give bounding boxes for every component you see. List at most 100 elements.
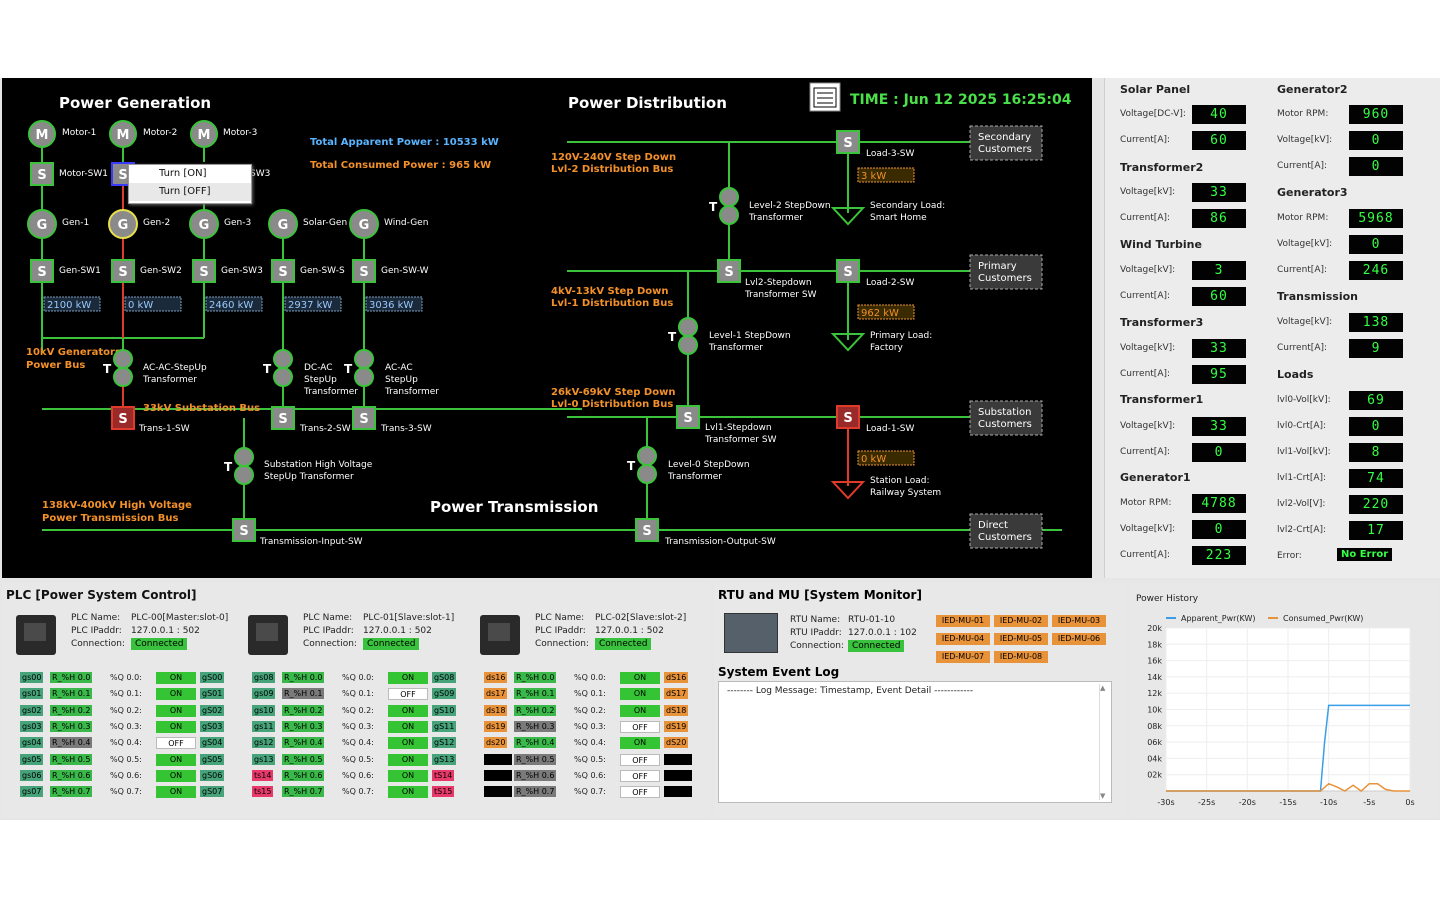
output-toggle[interactable]: ON xyxy=(156,704,196,717)
output-toggle[interactable]: ON xyxy=(156,786,196,799)
transmission-output-label: Transmission-Output-SW xyxy=(664,537,776,547)
gen-kw-readout: 2100 kW xyxy=(43,296,101,312)
output-toggle[interactable]: ON xyxy=(388,769,428,782)
gen-sw-1[interactable]: S xyxy=(111,259,135,283)
plc-name-label: PLC Name: xyxy=(71,613,121,623)
level0-transformer[interactable]: T xyxy=(627,446,657,484)
svg-text:3 kW: 3 kW xyxy=(861,171,886,182)
motor-1-label: Motor-1 xyxy=(62,128,96,138)
gen-4-node[interactable]: G xyxy=(349,209,379,239)
transformer-3[interactable]: T xyxy=(344,349,374,387)
register-label: R_%H 0.7 xyxy=(514,786,557,798)
output-toggle[interactable]: ON xyxy=(156,672,196,684)
output-toggle[interactable]: ON xyxy=(156,720,196,733)
output-toggle[interactable]: OFF xyxy=(620,786,660,799)
output-toggle[interactable]: ON xyxy=(620,688,660,701)
load-2-switch[interactable]: S xyxy=(836,259,860,283)
lvl2-current-display: 17 xyxy=(1349,521,1403,540)
gen-label: Solar-Gen xyxy=(303,218,347,228)
lvl2-voltage-label: lvl2-Vol[V]: xyxy=(1277,499,1326,509)
output-toggle[interactable]: OFF xyxy=(388,688,428,701)
transformer-2[interactable]: T xyxy=(263,349,293,387)
gen-2-node[interactable]: G xyxy=(189,209,219,239)
calendar-icon[interactable] xyxy=(809,82,841,112)
plc-device-image xyxy=(248,615,288,655)
svg-text:S: S xyxy=(843,136,852,151)
lvl1-stepdown-switch[interactable]: S xyxy=(676,405,700,429)
svg-text:M: M xyxy=(198,128,211,143)
ied-badge[interactable]: IED-MU-08 xyxy=(994,651,1048,663)
trans-2-switch[interactable]: S xyxy=(271,406,295,430)
motor-3-node[interactable]: M xyxy=(190,120,218,148)
ied-badge[interactable]: IED-MU-05 xyxy=(994,633,1048,645)
output-toggle[interactable]: ON xyxy=(388,753,428,766)
output-toggle[interactable]: ON xyxy=(388,672,428,684)
g2-title: Generator2 xyxy=(1277,83,1348,96)
ied-badge[interactable]: IED-MU-04 xyxy=(936,633,990,645)
output-toggle[interactable]: ON xyxy=(620,737,660,750)
transmission-input-label: Transmission-Input-SW xyxy=(259,537,363,547)
ied-badge[interactable]: IED-MU-02 xyxy=(994,615,1048,627)
register-label: R_%H 0.7 xyxy=(282,786,325,798)
output-toggle[interactable]: ON xyxy=(620,672,660,684)
level2-transformer[interactable]: T xyxy=(709,187,739,225)
gen-sw-0[interactable]: S xyxy=(30,259,54,283)
output-toggle[interactable]: ON xyxy=(388,737,428,750)
ied-badge[interactable]: IED-MU-07 xyxy=(936,651,990,663)
motor-2-node[interactable]: M xyxy=(109,120,137,148)
output-toggle[interactable]: OFF xyxy=(620,720,660,733)
event-log[interactable]: -------- Log Message: Timestamp, Event D… xyxy=(718,681,1112,803)
motor-sw1-label: Motor-SW1 xyxy=(59,169,108,179)
load-1-switch[interactable]: S xyxy=(836,405,860,429)
svg-text:G: G xyxy=(199,218,210,233)
output-tag: gS12 xyxy=(432,737,457,749)
output-tag-empty xyxy=(664,786,692,798)
rtu-name-label: RTU Name: xyxy=(790,615,841,625)
x-tick-label: 0s xyxy=(1405,798,1414,807)
ied-badge[interactable]: IED-MU-03 xyxy=(1052,615,1106,627)
ied-badge[interactable]: IED-MU-06 xyxy=(1052,633,1106,645)
g3-rpm-display: 5968 xyxy=(1349,209,1403,228)
output-toggle[interactable]: ON xyxy=(156,769,196,782)
rtu-name: RTU-01-10 xyxy=(848,615,896,625)
output-toggle[interactable]: ON xyxy=(388,720,428,733)
transmission-input-switch[interactable]: S xyxy=(232,518,256,542)
turn-on-menu-item[interactable]: Turn [ON] xyxy=(159,168,207,179)
hv-transformer[interactable]: T xyxy=(224,447,254,485)
output-label: %Q 0.3: xyxy=(342,721,374,731)
output-toggle[interactable]: ON xyxy=(388,704,428,717)
transformer-1[interactable]: T xyxy=(103,349,133,387)
output-toggle[interactable]: OFF xyxy=(620,753,660,766)
motor-1-node[interactable]: M xyxy=(28,120,56,148)
output-toggle[interactable]: ON xyxy=(156,753,196,766)
load-3-switch[interactable]: S xyxy=(836,130,860,154)
t2-title: Transformer2 xyxy=(1120,161,1204,174)
trans-3-switch[interactable]: S xyxy=(352,406,376,430)
output-toggle[interactable]: OFF xyxy=(156,737,196,750)
gen-0-node[interactable]: G xyxy=(27,209,57,239)
trans-1-switch[interactable]: S xyxy=(111,406,135,430)
log-scrollbar[interactable]: ▲▼ xyxy=(1099,684,1109,800)
gen-sw-3[interactable]: S xyxy=(271,259,295,283)
lvl2-stepdown-switch[interactable]: S xyxy=(717,259,741,283)
output-toggle[interactable]: ON xyxy=(620,704,660,717)
ied-badge[interactable]: IED-MU-01 xyxy=(936,615,990,627)
gen-sw-label: Gen-SW2 xyxy=(140,266,182,276)
transmission-output-switch[interactable]: S xyxy=(635,518,659,542)
output-toggle[interactable]: ON xyxy=(156,688,196,701)
gen-3-node[interactable]: G xyxy=(268,209,298,239)
output-toggle[interactable]: OFF xyxy=(620,769,660,782)
gen-sw-2[interactable]: S xyxy=(192,259,216,283)
turn-off-menu-item[interactable]: Turn [OFF] xyxy=(129,183,251,201)
motor-sw3-label: SW3 xyxy=(250,169,270,179)
gen-sw-4[interactable]: S xyxy=(352,259,376,283)
gen-sw-label: Gen-SW-S xyxy=(300,266,345,276)
level1-transformer[interactable]: T xyxy=(668,317,698,355)
gen-1-node[interactable]: G xyxy=(108,209,138,239)
output-toggle[interactable]: ON xyxy=(388,786,428,799)
motor-sw1-switch[interactable]: S xyxy=(30,162,54,186)
